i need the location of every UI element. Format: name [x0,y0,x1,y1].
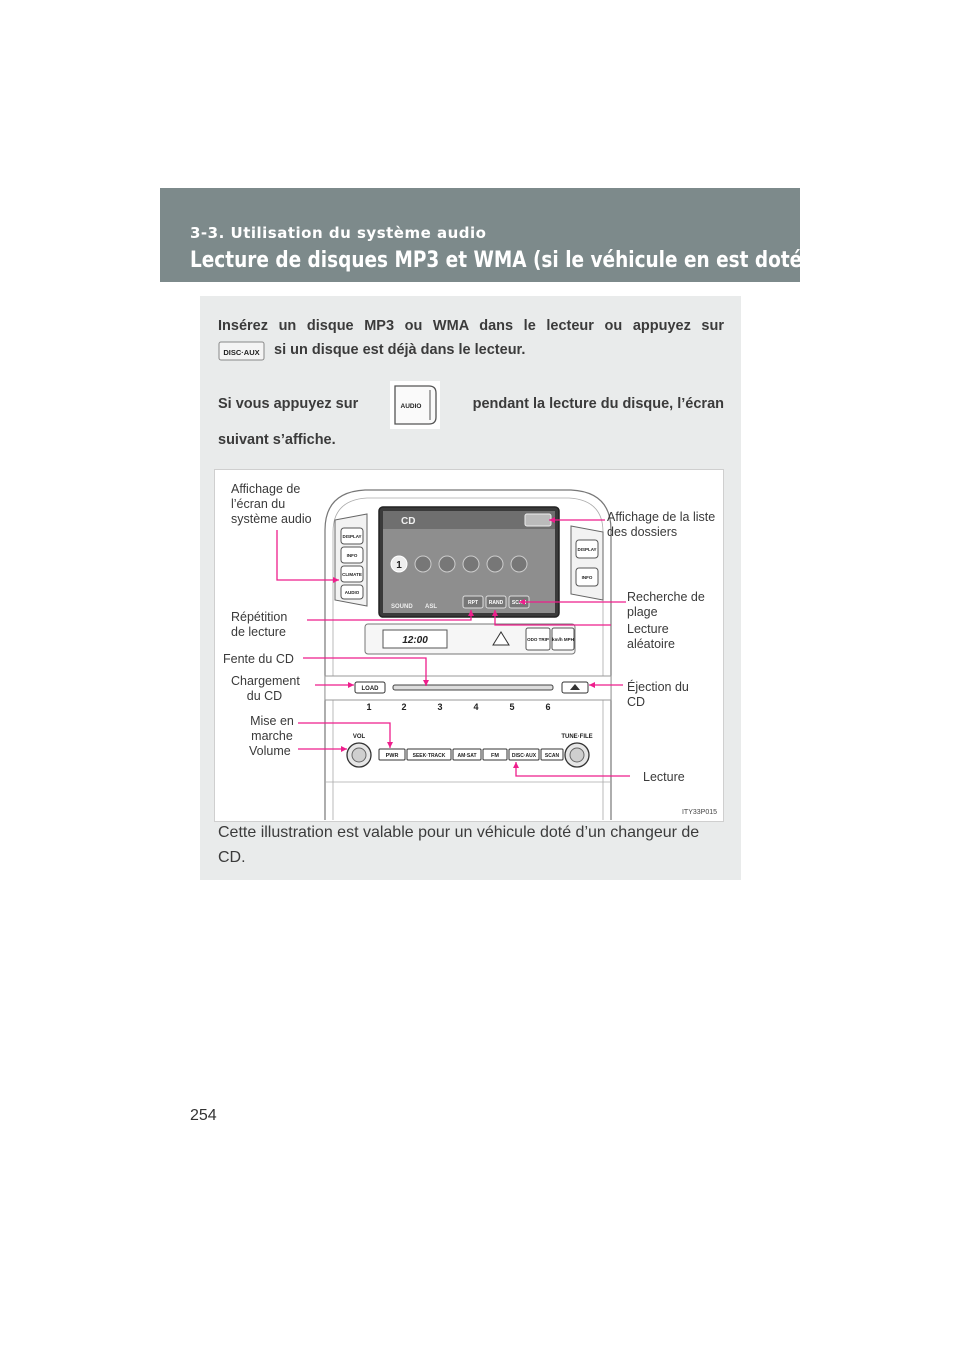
instruction-line-2-text: si un disque est déjà dans le lecteur. [274,342,526,359]
svg-text:INFO: INFO [347,553,358,558]
knob-row: VOL TUNE·FILE PWR SEEK·TRACK AM·SAT FM D… [346,734,593,768]
label-eject: Éjection du CD [627,680,689,709]
instruction-line-3-end: pendant la lecture du disque, l’écran [472,396,724,413]
odo-trip-button[interactable] [525,627,551,651]
svg-text:SOUND: SOUND [391,604,413,610]
am-sat-button[interactable] [452,748,482,761]
kmh-mph-button[interactable] [551,627,575,651]
svg-text:4: 4 [473,702,478,712]
preset-circles: 1 [390,555,528,573]
svg-text:RAND: RAND [489,600,504,606]
label-power: Mise en marche [250,714,294,743]
instruction-line-2: DISC·AUX si un disque est déjà dans le l… [218,340,724,362]
display-button-left[interactable] [340,527,364,545]
audio-key-icon: AUDIO [390,381,441,429]
seek-track-button[interactable] [406,748,452,761]
chapter-header: 3-3. Utilisation du système audio Lectur… [160,188,811,282]
svg-text:AM·SAT: AM·SAT [457,753,476,759]
label-repeat: Répétition de lecture [231,610,288,639]
display-button-right[interactable] [575,539,599,559]
label-play: Lecture [643,770,685,784]
svg-text:ASL: ASL [425,604,437,610]
info-button-right[interactable] [575,567,599,587]
svg-text:FM: FM [491,753,499,759]
scan-button[interactable] [540,748,564,761]
instruction-line-4: suivant s’affiche. [218,432,336,448]
svg-text:1: 1 [366,702,371,712]
label-audio-screen: Affichage de l’écran du système audio [231,482,312,526]
clock-row: 12:00 ODO TRIP km/h MPH [364,623,576,655]
climate-button[interactable] [340,565,364,583]
left-button-strip: DISPLAY INFO CLIMATE AUDIO [334,513,368,607]
page-number: 254 [190,1107,217,1124]
audio-screen: CD 1 RPT RAND SCAN SOUND ASL [378,506,560,618]
disc-aux-key-icon: DISC·AUX [218,341,265,361]
svg-text:RPT: RPT [468,600,478,606]
svg-text:CD: CD [401,516,415,527]
svg-text:2: 2 [401,702,406,712]
svg-text:DISC·AUX: DISC·AUX [512,753,537,759]
instruction-line-1: Insérez un disque MP3 ou WMA dans le lec… [218,318,724,334]
disc-aux-key-label: DISC·AUX [223,348,259,357]
label-track-search: Recherche de plage [627,590,705,619]
audio-button-panel[interactable] [340,584,364,600]
load-button[interactable] [354,681,386,694]
svg-text:DISPLAY: DISPLAY [342,534,361,539]
section-title: 3-3. Utilisation du système audio [190,224,487,242]
svg-text:AUDIO: AUDIO [345,590,360,595]
callout-arrowheads [333,517,595,768]
page-title: Lecture de disques MP3 et WMA (si le véh… [190,248,811,273]
audio-key-label: AUDIO [401,403,422,410]
svg-text:ODO TRIP: ODO TRIP [527,637,549,642]
svg-text:12:00: 12:00 [402,635,428,646]
label-random: Lecture aléatoire [627,622,675,651]
right-button-strip: DISPLAY INFO [570,525,604,601]
label-load: Chargement du CD [231,674,300,703]
rpt-button[interactable] [462,595,484,609]
instruction-line-3: Si vous appuyez sur AUDIO pendant la lec… [218,380,724,430]
label-volume: Volume [249,744,291,758]
rand-button[interactable] [485,595,507,609]
instruction-line-3-start: Si vous appuyez sur [218,396,359,413]
svg-text:km/h MPH: km/h MPH [552,637,574,642]
svg-text:3: 3 [437,702,442,712]
label-cd-slot: Fente du CD [223,652,294,666]
label-folder-list: Affichage de la liste des dossiers [607,510,716,539]
svg-text:6: 6 [545,702,550,712]
pwr-button[interactable] [378,748,406,761]
svg-text:LOAD: LOAD [362,686,380,692]
cd-slot[interactable] [392,684,554,691]
folder-list-button[interactable] [524,513,552,527]
hazard-button[interactable] [492,631,510,646]
fm-button[interactable] [482,748,508,761]
figure-code: ITY33P015 [682,809,717,816]
svg-text:SCAN: SCAN [545,753,560,759]
svg-text:SEEK·TRACK: SEEK·TRACK [413,753,446,759]
disc-aux-button[interactable] [508,748,540,761]
info-button-left[interactable] [340,546,364,564]
svg-text:INFO: INFO [582,575,593,580]
svg-text:TUNE·FILE: TUNE·FILE [561,734,592,740]
svg-text:VOL: VOL [353,734,366,740]
audio-panel-figure: DISPLAY INFO CLIMATE AUDIO DISPLAY INFO [214,469,724,822]
cd-slot-row: LOAD 1 2 3 4 5 6 [324,675,612,712]
figure-caption: Cette illustration est valable pour un v… [218,824,700,866]
instruction-box: Insérez un disque MP3 ou WMA dans le lec… [200,296,741,880]
svg-text:DISPLAY: DISPLAY [577,547,596,552]
svg-text:1: 1 [396,560,402,571]
svg-text:CLIMATE: CLIMATE [342,572,362,577]
svg-text:5: 5 [509,702,514,712]
svg-text:PWR: PWR [386,753,399,759]
audio-panel-illustration: DISPLAY INFO CLIMATE AUDIO DISPLAY INFO [276,489,717,820]
svg-text:SCAN: SCAN [512,600,527,606]
